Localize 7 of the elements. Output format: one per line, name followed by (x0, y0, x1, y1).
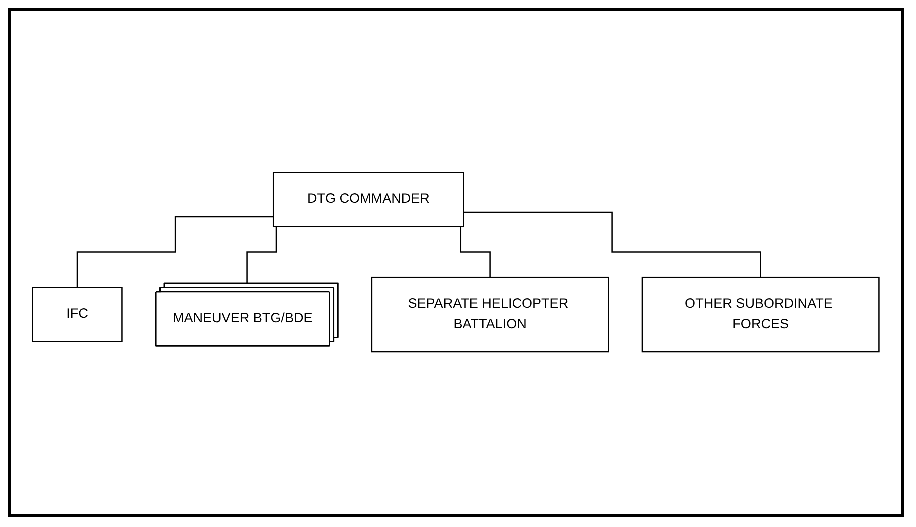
node-box (371, 277, 610, 353)
node-box (642, 277, 880, 353)
node-box (32, 287, 123, 343)
page-border: DTG COMMANDER IFC MANEUVER BTG/BDE SEPARATE HELICOPTER BATTALION OTHER SUBORDINATE FORCES (8, 8, 904, 517)
node-box (272, 172, 464, 228)
connector (76, 216, 274, 288)
connector (464, 212, 762, 278)
